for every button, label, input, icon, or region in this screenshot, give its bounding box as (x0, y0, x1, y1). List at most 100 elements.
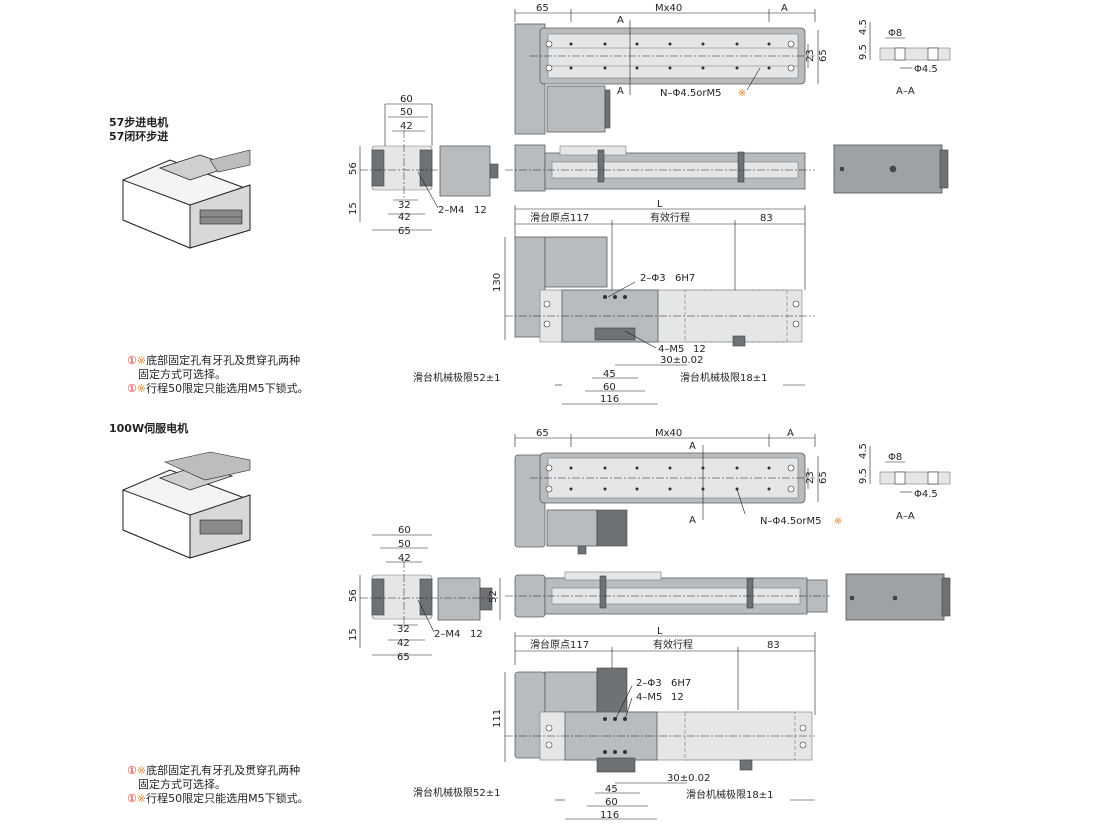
dim-42: 42 (400, 121, 413, 132)
section1-title-line1: 57步进电机 (109, 116, 169, 129)
label-phi3: 2–Φ3 (640, 273, 666, 284)
dim-stroke: 有效行程 (650, 211, 690, 224)
note-marker-icon: ① (127, 354, 137, 367)
dim-30: 30±0.02 (667, 773, 710, 784)
note-text: 行程50限定只能选用M5下锁式。 (146, 382, 309, 395)
note-text: 底部固定孔有牙孔及贯穿孔两种 (146, 354, 301, 367)
label-limit52: 滑台机械极限52±1 (413, 371, 500, 384)
dim-65-vertical: 65 (818, 471, 829, 484)
dim-mx40: Mx40 (655, 428, 682, 439)
dim-30: 30±0.02 (660, 355, 703, 366)
note-marker-icon: ① (127, 792, 137, 805)
label-limit18: 滑台机械极限18±1 (680, 371, 767, 384)
dim-42-bottom: 42 (398, 212, 411, 223)
end-view-2: 60 50 42 56 15 52 32 42 65 2–M4 12 (348, 525, 501, 663)
dim-116: 116 (600, 810, 619, 821)
label-phi3-depth: 6H7 (671, 678, 691, 689)
side-view-2 (505, 571, 830, 618)
label-m4-depth: 12 (474, 205, 487, 216)
note-marker-icon: ① (127, 382, 137, 395)
dim-origin: 滑台原点117 (530, 638, 589, 651)
dim-83: 83 (767, 640, 780, 651)
label-m4-depth: 12 (470, 629, 483, 640)
dim-45: 45 (605, 784, 618, 795)
asterisk-icon: ※ (834, 516, 842, 527)
section-a-top: A (689, 441, 696, 452)
label-limit18: 滑台机械极限18±1 (686, 788, 773, 801)
label-m4: 2–M4 (434, 629, 460, 640)
side-view-1 (505, 144, 815, 192)
dim-9-5: 9.5 (858, 468, 869, 484)
dim-phi8: Φ8 (888, 452, 902, 463)
section-a-bottom: A (689, 515, 696, 526)
dim-130: 130 (492, 273, 503, 292)
dim-phi4-5: Φ4.5 (914, 489, 938, 500)
section-a-top: A (617, 15, 624, 26)
label-a-a: A–A (896, 511, 915, 522)
dim-15: 15 (348, 202, 359, 215)
note-asterisk-icon: ※ (136, 382, 147, 395)
dim-116: 116 (600, 394, 619, 405)
note-text-2: 固定方式可选择。 (138, 778, 226, 791)
dim-origin: 滑台原点117 (530, 211, 589, 224)
dim-42: 42 (398, 553, 411, 564)
note-text-2: 固定方式可选择。 (138, 368, 226, 381)
dim-4-5: 4.5 (858, 19, 869, 35)
top-view-2: 65 Mx40 A A A 23 65 N–Φ4.5orM5 ※ (514, 428, 842, 555)
dim-83: 83 (760, 213, 773, 224)
note-asterisk-icon: ※ (136, 764, 147, 777)
end-view-right-1 (833, 144, 949, 194)
label-n-holes: N–Φ4.5orM5 (760, 516, 821, 527)
dim-phi8: Φ8 (888, 28, 902, 39)
dim-60: 60 (398, 525, 411, 536)
label-m5: 4–M5 (636, 692, 662, 703)
dim-l: L (657, 626, 663, 637)
label-phi3-depth: 6H7 (675, 273, 695, 284)
section2-note-1: ①※底部固定孔有牙孔及贯穿孔两种 固定方式可选择。 (127, 764, 300, 792)
dim-stroke: 有效行程 (653, 638, 693, 651)
dim-a-right: A (787, 428, 794, 439)
section-a-bottom: A (617, 86, 624, 97)
dim-a-right: A (781, 3, 788, 14)
dim-42-bottom: 42 (397, 638, 410, 649)
dim-60-plan: 60 (603, 382, 616, 393)
plan-view-2: L 滑台原点117 有效行程 83 111 2–Φ3 6H7 4–M5 12 3… (413, 626, 816, 821)
dim-60-plan: 60 (605, 797, 618, 808)
product-3d-view-servo (122, 451, 251, 559)
note-asterisk-icon: ※ (136, 354, 147, 367)
label-n-holes: N–Φ4.5orM5 (660, 88, 721, 99)
section1-note-1: ①※底部固定孔有牙孔及贯穿孔两种 固定方式可选择。 (127, 354, 300, 382)
dim-50: 50 (400, 107, 413, 118)
dim-l: L (657, 199, 663, 210)
asterisk-icon: ※ (738, 88, 746, 99)
dim-32: 32 (398, 200, 411, 211)
dim-4-5: 4.5 (858, 443, 869, 459)
dim-65: 65 (536, 3, 549, 14)
note-text: 底部固定孔有牙孔及贯穿孔两种 (146, 764, 301, 777)
dim-65-bottom: 65 (398, 226, 411, 237)
dim-111: 111 (492, 709, 503, 728)
dim-45: 45 (603, 369, 616, 380)
section1-note-2: ①※行程50限定只能选用M5下锁式。 (127, 382, 309, 396)
dim-60: 60 (400, 94, 413, 105)
label-a-a: A–A (896, 86, 915, 97)
section1-title-line2: 57闭环步进 (109, 130, 169, 143)
label-phi3: 2–Φ3 (636, 678, 662, 689)
dim-32: 32 (397, 624, 410, 635)
dim-56: 56 (348, 589, 359, 602)
section2-title: 100W伺服电机 (109, 422, 189, 435)
label-m5-depth: 12 (693, 344, 706, 355)
section-a-a-1: 4.5 9.5 Φ8 Φ4.5 A–A (858, 19, 951, 97)
dim-65: 65 (536, 428, 549, 439)
dim-56: 56 (348, 162, 359, 175)
note-text: 行程50限定只能选用M5下锁式。 (146, 792, 309, 805)
dim-65-vertical: 65 (818, 49, 829, 62)
end-view-1: 60 50 42 56 15 32 42 65 2–M4 12 (348, 94, 499, 237)
label-m5-depth: 12 (671, 692, 684, 703)
label-limit52: 滑台机械极限52±1 (413, 786, 500, 799)
section2-note-2: ①※行程50限定只能选用M5下锁式。 (127, 792, 309, 806)
product-3d-view-stepper (122, 149, 251, 249)
dim-50: 50 (398, 539, 411, 550)
top-view-1: 65 Mx40 A A A 23 65 N–Φ4.5orM5 ※ (514, 3, 829, 135)
